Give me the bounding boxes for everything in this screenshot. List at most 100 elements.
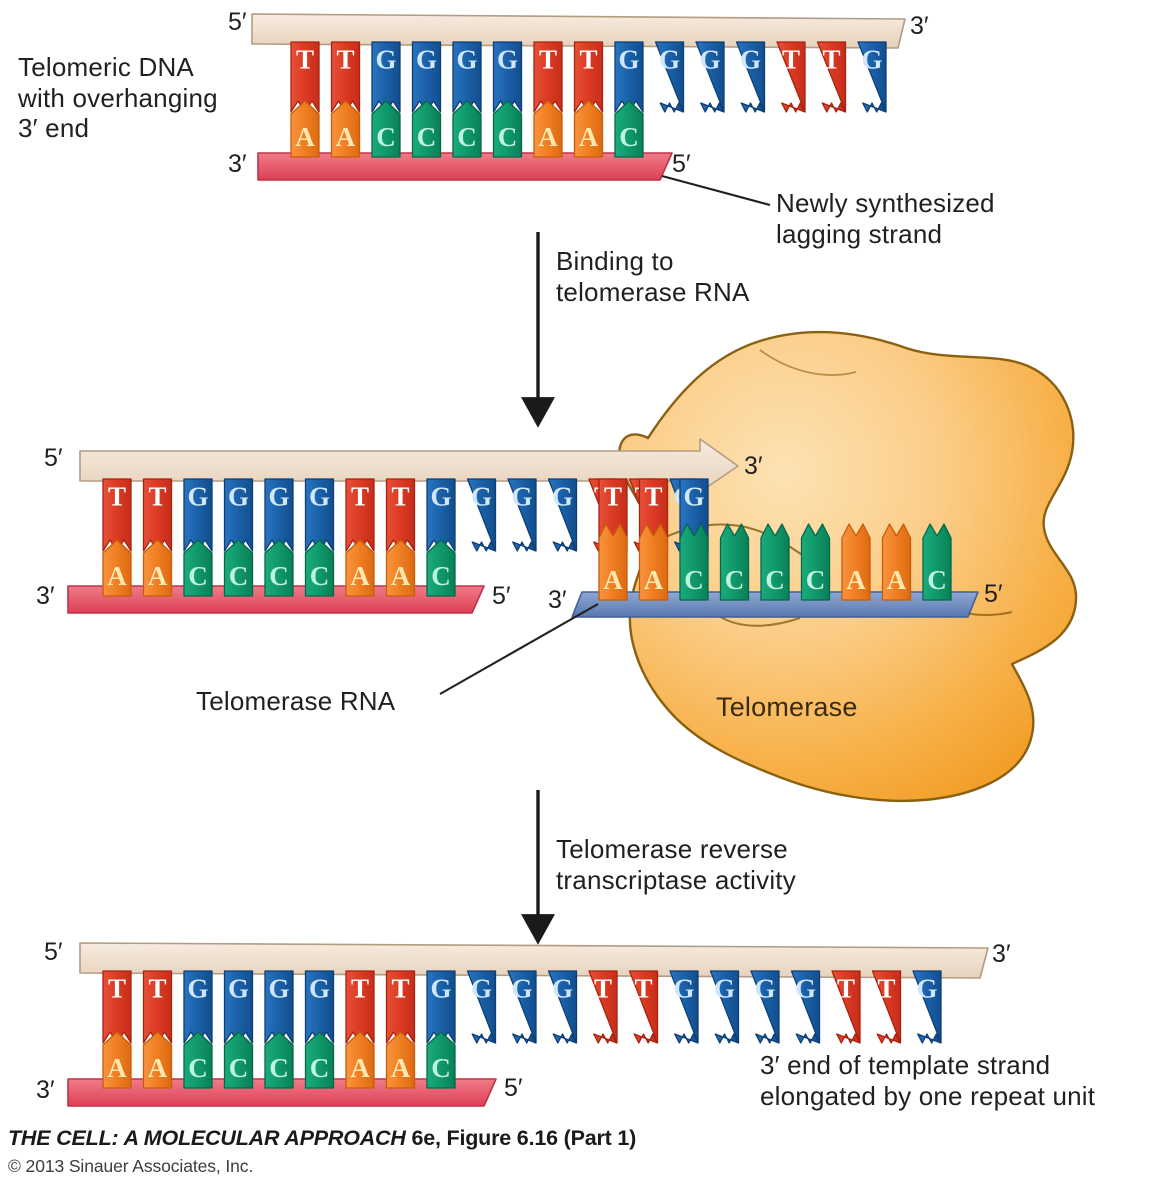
- base-g: [912, 970, 942, 1044]
- prime-label-p1-top-left: 5′: [228, 8, 247, 36]
- base-letter: G: [673, 974, 694, 1004]
- base-a: [533, 100, 563, 158]
- figure-source-line: THE CELL: A MOLECULAR APPROACH 6e, Figur…: [8, 1126, 636, 1151]
- base-letter: G: [511, 482, 532, 512]
- base-letter: T: [782, 45, 800, 75]
- base-letter: T: [822, 45, 840, 75]
- base-letter: T: [296, 45, 314, 75]
- rna-base-c: [760, 523, 790, 601]
- base-letter: G: [430, 974, 451, 1004]
- base-letter: G: [511, 974, 532, 1004]
- label-telomeric-dna: Telomeric DNA with overhanging 3′ end: [18, 52, 218, 144]
- prime-label-p1-top-right: 3′: [910, 12, 929, 40]
- base-a: [102, 1031, 132, 1089]
- base-g: [507, 970, 537, 1044]
- base-t: [871, 970, 902, 1044]
- base-letter: G: [552, 482, 573, 512]
- base-letter: G: [456, 45, 477, 75]
- base-g: [669, 970, 699, 1044]
- base-c: [304, 1031, 335, 1089]
- base-letter: C: [725, 565, 745, 595]
- base-letter: A: [107, 1053, 127, 1083]
- base-letter: G: [375, 45, 396, 75]
- base-letter: A: [391, 1053, 411, 1083]
- base-letter: G: [471, 482, 492, 512]
- base-c: [183, 539, 213, 597]
- base-letter: C: [310, 561, 330, 591]
- base-a: [330, 100, 361, 158]
- base-letter: T: [336, 45, 354, 75]
- base-letter: G: [618, 45, 639, 75]
- base-c: [426, 1031, 456, 1089]
- base-letter: T: [391, 974, 409, 1004]
- base-g: [735, 41, 766, 113]
- base-c: [264, 1031, 294, 1089]
- rna-base-a: [638, 523, 669, 601]
- base-letter: C: [927, 565, 947, 595]
- base-g: [466, 970, 497, 1044]
- base-letter: G: [754, 974, 775, 1004]
- base-letter: A: [350, 1053, 370, 1083]
- base-g: [507, 478, 537, 552]
- base-letter: C: [229, 561, 249, 591]
- base-g: [547, 478, 578, 552]
- label-reverse-transcriptase-step: Telomerase reverse transcriptase activit…: [556, 834, 796, 895]
- figure-copyright: © 2013 Sinauer Associates, Inc.: [8, 1156, 254, 1176]
- base-letter: C: [269, 561, 289, 591]
- base-letter: G: [416, 45, 437, 75]
- base-g: [654, 41, 685, 113]
- prime-label-rna-left: 3′: [548, 586, 567, 614]
- base-letter: C: [229, 1053, 249, 1083]
- base-letter: G: [268, 974, 289, 1004]
- base-t: [816, 41, 847, 113]
- base-letter: T: [594, 974, 612, 1004]
- base-c: [223, 539, 254, 597]
- base-letter: C: [269, 1053, 289, 1083]
- base-a: [142, 539, 173, 597]
- top-backbone-panel1: [251, 13, 906, 49]
- base-letter: T: [351, 974, 369, 1004]
- base-letter: C: [684, 565, 704, 595]
- base-letter: G: [430, 482, 451, 512]
- rna-base-a: [841, 523, 871, 601]
- base-c: [492, 100, 523, 158]
- base-letter: C: [417, 122, 437, 152]
- base-letter: G: [187, 974, 208, 1004]
- base-letter: A: [644, 565, 664, 595]
- rna-base-a: [598, 523, 628, 601]
- base-letter: T: [108, 974, 126, 1004]
- base-letter: A: [336, 122, 356, 152]
- label-elongated-repeat: 3′ end of template strand elongated by o…: [760, 1050, 1096, 1111]
- label-binding-step: Binding to telomerase RNA: [556, 246, 750, 307]
- base-a: [345, 1031, 375, 1089]
- prime-label-p2-top-left: 5′: [44, 444, 63, 472]
- base-letter: G: [795, 974, 816, 1004]
- base-letter: T: [539, 45, 557, 75]
- base-letter: T: [148, 482, 166, 512]
- leader-telomerase-rna: [439, 603, 599, 695]
- figure-source-title: THE CELL: A MOLECULAR APPROACH: [8, 1126, 406, 1150]
- base-letter: C: [498, 122, 518, 152]
- rna-base-c: [922, 523, 952, 601]
- base-letter: C: [619, 122, 639, 152]
- base-letter: T: [351, 482, 369, 512]
- base-letter: G: [552, 974, 573, 1004]
- base-letter: G: [309, 482, 330, 512]
- base-letter: G: [471, 974, 492, 1004]
- base-letter: G: [740, 45, 761, 75]
- base-g: [750, 970, 780, 1044]
- base-letter: G: [309, 974, 330, 1004]
- base-c: [183, 1031, 213, 1089]
- base-t: [831, 970, 861, 1044]
- base-letter: A: [579, 122, 599, 152]
- base-letter: G: [228, 482, 249, 512]
- base-letter: C: [765, 565, 785, 595]
- base-letter: C: [188, 1053, 208, 1083]
- base-a: [290, 100, 320, 158]
- base-c: [426, 539, 456, 597]
- base-letter: G: [683, 482, 704, 512]
